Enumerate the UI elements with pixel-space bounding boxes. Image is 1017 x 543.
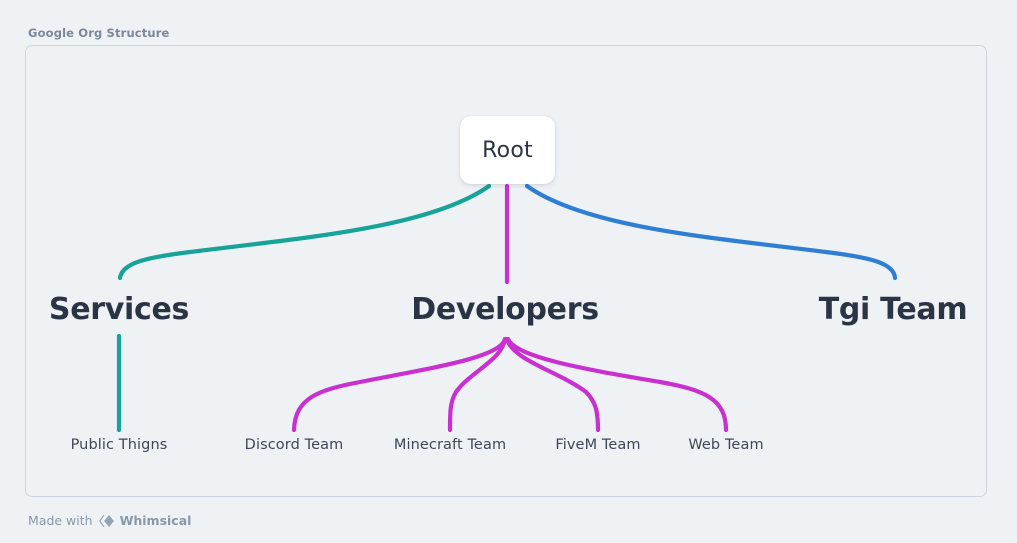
node-web-team[interactable]: Web Team — [688, 437, 764, 453]
node-tgi-team[interactable]: Tgi Team — [818, 292, 968, 327]
node-root-label: Root — [482, 137, 533, 163]
node-minecraft-team[interactable]: Minecraft Team — [393, 437, 507, 453]
diagram-canvas[interactable] — [25, 45, 987, 497]
node-developers[interactable]: Developers — [411, 292, 599, 327]
diagram-title: Google Org Structure — [28, 26, 170, 40]
whimsical-diamond-icon — [98, 514, 114, 527]
node-public-things[interactable]: Public Thigns — [70, 437, 168, 453]
node-services[interactable]: Services — [48, 292, 190, 327]
footer-attribution[interactable]: Made with Whimsical — [28, 513, 191, 528]
footer-brand-label: Whimsical — [119, 513, 192, 528]
node-root[interactable]: Root — [460, 116, 555, 184]
footer-prefix-label: Made with — [28, 513, 93, 528]
node-discord-team[interactable]: Discord Team — [244, 437, 344, 453]
node-fivem-team[interactable]: FiveM Team — [555, 437, 641, 453]
